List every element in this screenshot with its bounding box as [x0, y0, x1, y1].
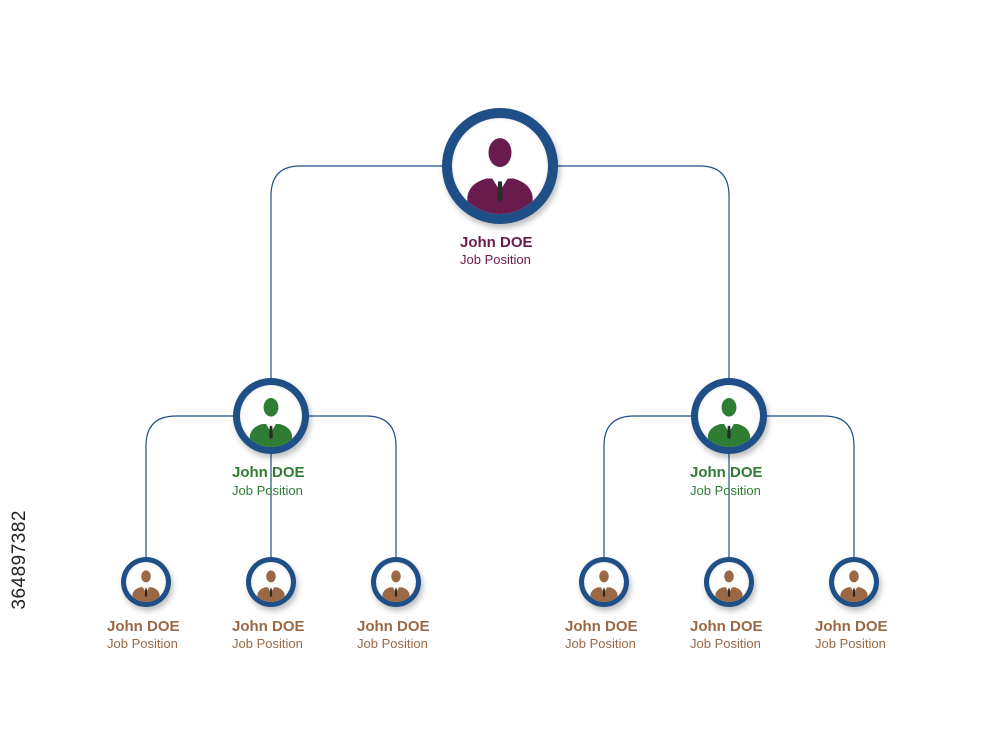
person-icon: [251, 562, 291, 602]
node-position: Job Position: [815, 636, 886, 651]
person-silhouette: [257, 570, 285, 602]
node-name: John DOE: [690, 464, 763, 481]
person-icon: [452, 118, 548, 214]
node-name: John DOE: [357, 618, 430, 635]
person-silhouette: [249, 398, 293, 447]
node-name: John DOE: [232, 618, 305, 635]
node-position: Job Position: [690, 483, 761, 498]
node-name: John DOE: [107, 618, 180, 635]
node-position: Job Position: [460, 252, 531, 267]
person-icon: [584, 562, 624, 602]
node-position: Job Position: [565, 636, 636, 651]
edge-manager-left-staff-left-3: [308, 415, 397, 560]
edge-manager-left-staff-left-1: [145, 415, 234, 560]
person-silhouette: [840, 570, 868, 602]
side-id-text: 364897382: [9, 510, 30, 610]
person-silhouette: [382, 570, 410, 602]
edge-ceo-manager-right: [557, 165, 730, 380]
edge-ceo-manager-left: [270, 165, 443, 380]
person-silhouette: [132, 570, 160, 602]
node-name: John DOE: [565, 618, 638, 635]
node-name: John DOE: [460, 234, 533, 251]
edge-manager-right-staff-right-1: [603, 415, 692, 560]
node-position: Job Position: [232, 636, 303, 651]
node-name: John DOE: [232, 464, 305, 481]
person-silhouette: [707, 398, 751, 447]
node-name: John DOE: [690, 618, 763, 635]
person-icon: [376, 562, 416, 602]
edge-manager-right-staff-right-3: [766, 415, 855, 560]
node-position: Job Position: [690, 636, 761, 651]
person-icon: [126, 562, 166, 602]
node-name: John DOE: [815, 618, 888, 635]
person-icon: [698, 385, 760, 447]
node-position: Job Position: [107, 636, 178, 651]
node-position: Job Position: [357, 636, 428, 651]
person-silhouette: [590, 570, 618, 602]
person-icon: [240, 385, 302, 447]
person-icon: [709, 562, 749, 602]
node-position: Job Position: [232, 483, 303, 498]
person-icon: [834, 562, 874, 602]
person-silhouette: [467, 138, 533, 214]
person-silhouette: [715, 570, 743, 602]
